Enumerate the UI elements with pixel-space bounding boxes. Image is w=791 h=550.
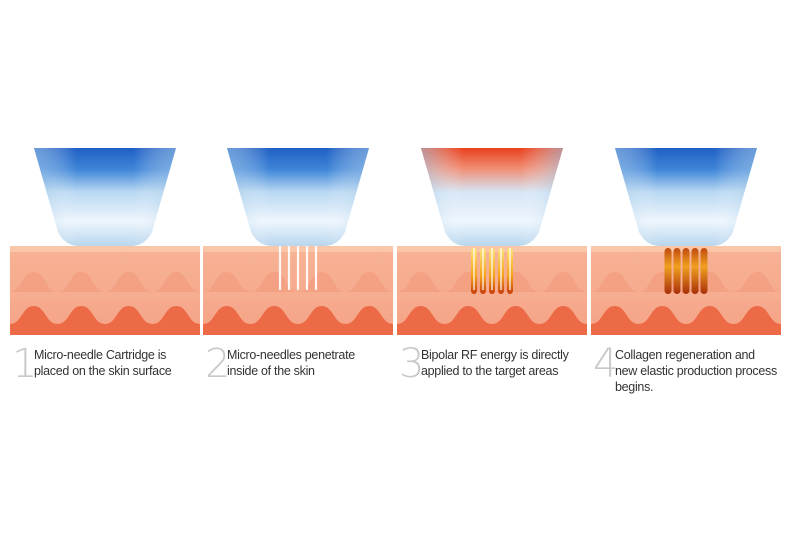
step-text-line: Micro-needles penetrate xyxy=(227,348,355,362)
step-panel-4 xyxy=(591,148,781,335)
step-text-line: inside of the skin xyxy=(227,364,315,378)
collagen-column xyxy=(691,248,699,294)
dermis-wave-lower xyxy=(591,306,781,335)
skin-surface xyxy=(10,246,200,252)
handpiece-shading xyxy=(615,148,757,246)
step-panel-1 xyxy=(10,148,200,335)
dermis-band xyxy=(397,292,587,300)
collagen-column xyxy=(673,248,681,294)
dermis-wave-lower xyxy=(397,306,587,335)
step-text-line: Micro-needle Cartridge is xyxy=(34,348,167,362)
step-panel-3 xyxy=(397,148,587,335)
handpiece-shading xyxy=(227,148,369,246)
step-description: Micro-needles penetrate inside of the ski… xyxy=(227,344,355,384)
step-text-line: new elastic production process xyxy=(615,364,777,378)
step-number: 3 xyxy=(399,341,425,387)
dermis-band xyxy=(591,292,781,300)
collagen-column xyxy=(682,248,690,294)
step-description: Bipolar RF energy is directly applied to … xyxy=(421,344,569,384)
step-number: 4 xyxy=(593,341,619,387)
step-description: Micro-needle Cartridge is placed on the s… xyxy=(34,344,172,384)
step-text-line: applied to the target areas xyxy=(421,364,559,378)
step-text-line: begins. xyxy=(615,380,654,394)
handpiece-shading xyxy=(421,148,563,246)
step-text-line: Bipolar RF energy is directly xyxy=(421,348,569,362)
step-text-line: placed on the skin surface xyxy=(34,364,172,378)
dermis-band xyxy=(203,292,393,300)
step-number: 1 xyxy=(12,341,38,387)
handpiece-shading xyxy=(34,148,176,246)
dermis-wave-lower xyxy=(203,306,393,335)
dermis-wave-lower xyxy=(10,306,200,335)
dermis-band xyxy=(10,292,200,300)
step-text-line: Collagen regeneration and xyxy=(615,348,755,362)
step-description: Collagen regeneration and new elastic pro… xyxy=(615,344,777,395)
step-number: 2 xyxy=(205,341,231,387)
collagen-column xyxy=(664,248,672,294)
step-panel-2 xyxy=(203,148,393,335)
collagen-column xyxy=(700,248,708,294)
